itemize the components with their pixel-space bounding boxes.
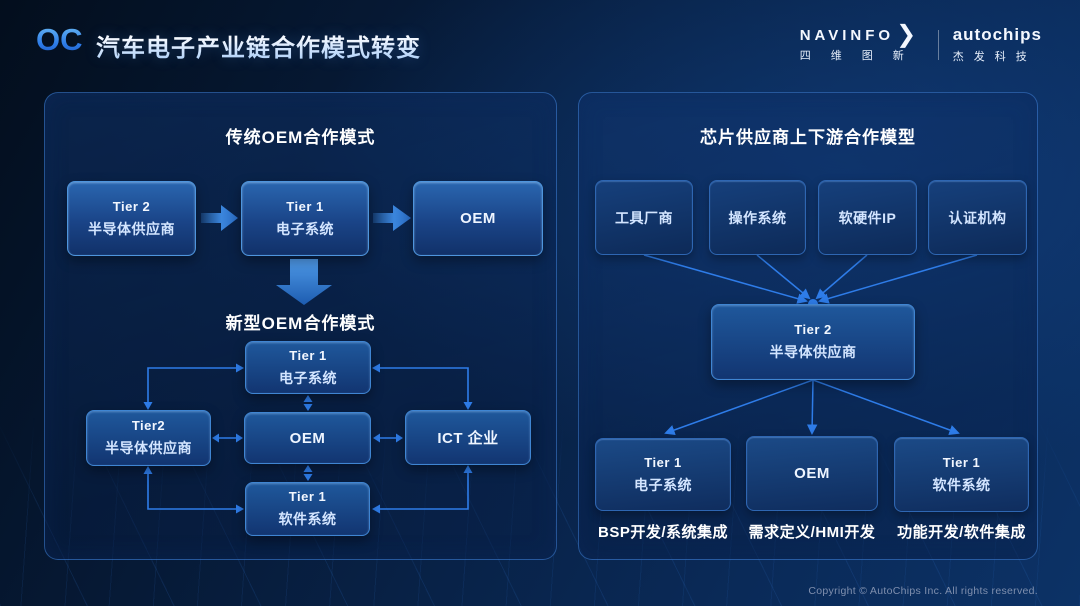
section-title-chip-supplier-model: 芯片供应商上下游合作模型 (700, 128, 916, 147)
box-new-tier1-electronic-system: Tier 1 电子系统 (245, 341, 371, 394)
box-label: 操作系统 (728, 209, 787, 226)
caption-requirement-hmi: 需求定义/HMI开发 (748, 524, 876, 541)
box-downstream-tier1-electronic-system: Tier 1 电子系统 (595, 438, 731, 511)
box-tier2-semiconductor-supplier: Tier 2 半导体供应商 (67, 181, 196, 256)
box-new-ict-enterprise: ICT 企业 (405, 410, 531, 465)
navinfo-chinese-name: 四维图新 (799, 50, 924, 62)
box-label-role: 电子系统 (276, 220, 334, 237)
box-label-role: 软件系统 (932, 476, 991, 493)
section-title-traditional-oem: 传统OEM合作模式 (225, 128, 376, 147)
navinfo-chevron-icon: ❯ (896, 21, 917, 48)
box-downstream-tier1-software-system: Tier 1 软件系统 (894, 437, 1029, 512)
box-label-tier: Tier 1 (942, 454, 981, 470)
box-hub-tier2-semiconductor-supplier: Tier 2 半导体供应商 (711, 304, 915, 380)
box-tool-vendor: 工具厂商 (595, 180, 693, 255)
box-label-role: 半导体供应商 (769, 344, 857, 360)
navinfo-logo: NAVINFO ❯ 四维图新 (799, 21, 924, 63)
box-label-role: 半导体供应商 (105, 440, 192, 456)
brand-logos: NAVINFO ❯ 四维图新 autochips 杰发科技 (799, 21, 1042, 64)
box-oem: OEM (413, 181, 543, 256)
box-label-tier: Tier 2 (112, 198, 151, 214)
box-label: OEM (289, 429, 326, 447)
autochips-chinese-name: 杰发科技 (952, 51, 1037, 63)
box-label: ICT 企业 (437, 430, 499, 447)
box-label-tier: Tier 2 (794, 322, 832, 337)
box-operating-system: 操作系统 (709, 180, 806, 255)
box-tier1-electronic-system: Tier 1 电子系统 (241, 181, 369, 256)
autochips-logo: autochips 杰发科技 (953, 25, 1042, 64)
autochips-wordmark: autochips (952, 25, 1042, 44)
box-label-role: 半导体供应商 (88, 220, 175, 237)
box-label-tier: Tier 1 (286, 198, 324, 214)
box-label: 认证机构 (948, 209, 1007, 226)
box-label: 软硬件IP (838, 209, 897, 226)
oc-logo: OC (36, 22, 83, 57)
box-label-tier: Tier 1 (288, 489, 327, 504)
box-label-role: 软件系统 (278, 511, 337, 527)
section-title-new-oem: 新型OEM合作模式 (225, 314, 376, 333)
box-label-tier: Tier 1 (644, 454, 682, 470)
box-label-role: 电子系统 (279, 369, 337, 386)
copyright-notice: Copyright © AutoChips Inc. All rights re… (808, 585, 1038, 597)
box-new-oem: OEM (244, 412, 371, 464)
box-new-tier2-semiconductor-supplier: Tier2 半导体供应商 (86, 410, 211, 466)
box-new-tier1-software-system: Tier 1 软件系统 (245, 482, 370, 536)
box-downstream-oem: OEM (746, 436, 878, 511)
caption-function-software-integration: 功能开发/软件集成 (897, 524, 1026, 541)
box-label: OEM (460, 210, 496, 227)
brand-divider (937, 29, 939, 60)
panel-chip-supplier-model: 芯片供应商上下游合作模型 工具厂商 操作系统 软硬件IP 认证机构 Tier 2… (578, 92, 1038, 560)
caption-bsp-development: BSP开发/系统集成 (597, 524, 728, 541)
header-bar: OC 汽车电子产业链合作模式转变 NAVINFO ❯ 四维图新 autochip… (0, 0, 1080, 80)
page-title: 汽车电子产业链合作模式转变 (96, 28, 421, 63)
navinfo-wordmark: NAVINFO (799, 26, 895, 44)
box-certification-agency: 认证机构 (928, 180, 1027, 255)
box-label: OEM (794, 465, 830, 482)
box-label-tier: Tier2 (131, 418, 166, 433)
panel-oem-cooperation-models: 传统OEM合作模式 Tier 2 半导体供应商 Tier 1 电子系统 OEM … (44, 92, 557, 560)
box-label: 工具厂商 (615, 209, 673, 226)
box-label-tier: Tier 1 (289, 347, 327, 363)
box-software-hardware-ip: 软硬件IP (818, 180, 917, 255)
box-label-role: 电子系统 (634, 476, 692, 493)
